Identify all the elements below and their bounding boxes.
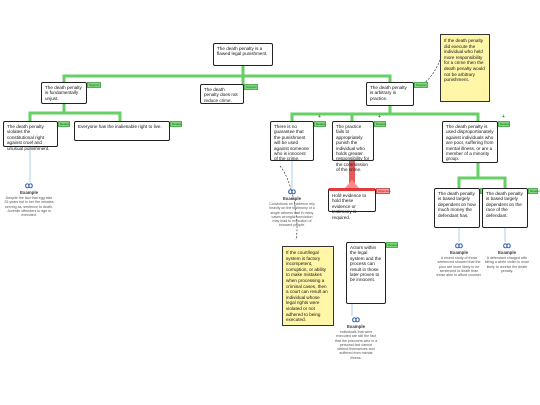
note-top-right[interactable]: If the death penalty did execute the ind…: [440, 34, 490, 102]
claim-not-reduce-crime[interactable]: The death penalty does not reduce crime.: [200, 84, 244, 104]
example-icon: ꝏ: [287, 187, 297, 196]
example-text: Individuals that were executed are still…: [334, 330, 378, 360]
reason-tag: Reason: [386, 242, 399, 248]
note-bottom-left[interactable]: If the court/legal system is factory inc…: [282, 246, 334, 326]
example-1[interactable]: ꝏ Example Despite the fact that egg take…: [4, 181, 54, 218]
example-text: A defendant charged with killing a white…: [484, 256, 530, 273]
example-3[interactable]: ꝏ Example Individuals that were executed…: [334, 316, 378, 360]
reason-tag: Reason: [170, 121, 183, 127]
example-label: Example: [449, 250, 469, 255]
claim-race-dependent[interactable]: The death penalty is based largely depen…: [482, 188, 528, 228]
example-icon: ꝏ: [351, 315, 361, 324]
support-tag: Support: [414, 82, 428, 88]
reason-tag: Reason: [528, 188, 540, 194]
example-2[interactable]: ꝏ Example Convictions on evidence rely h…: [268, 188, 316, 228]
claim-fundamentally-unjust[interactable]: The death penalty is fundamentally unjus…: [41, 82, 87, 104]
example-text: Convictions on evidence rely heavily on …: [269, 202, 315, 228]
badge-plus: +: [318, 114, 321, 120]
badge-plus: +: [378, 114, 381, 120]
claim-money-dependent[interactable]: The death penalty is based largely depen…: [434, 188, 480, 228]
objection-hold-evidence[interactable]: Hold evidence to hold these evidence or …: [328, 188, 376, 220]
reason-tag: Reason: [498, 121, 511, 127]
claim-no-guarantee[interactable]: There is no guarantee that the punishmen…: [270, 121, 314, 161]
example-icon: ꝏ: [24, 181, 34, 190]
example-text: Despite the fact that egg take 25 years …: [4, 196, 54, 218]
support-tag: Support: [244, 84, 258, 90]
example-label: Example: [346, 324, 366, 329]
claim-practice-fails[interactable]: The practice fails to appropriately puni…: [332, 121, 374, 172]
example-icon: ꝏ: [502, 241, 512, 250]
reason-tag: Reason: [58, 121, 71, 127]
claim-constitutional[interactable]: The death penalty violates the constitut…: [3, 121, 58, 151]
objection-tag: Objection: [376, 188, 391, 194]
badge-plus: +: [502, 114, 505, 120]
example-text: A recent study of those sentenced showed…: [436, 256, 482, 278]
example-label: Example: [282, 196, 302, 201]
example-label: Example: [19, 190, 39, 195]
example-label: Example: [497, 250, 517, 255]
reason-tag: Reason: [374, 121, 387, 127]
support-tag: Support: [87, 82, 101, 88]
example-icon: ꝏ: [454, 241, 464, 250]
claim-arbitrary[interactable]: The death penalty is arbitrary in practi…: [366, 82, 414, 106]
root-claim-node[interactable]: The death penalty is a flawed legal puni…: [213, 43, 273, 66]
claim-right-to-life[interactable]: Everyone has the inalienable right to li…: [74, 121, 170, 141]
claim-actors-within[interactable]: Actors within the legal system and the p…: [346, 242, 386, 304]
claim-disproportionate[interactable]: The death penalty is used disproportiona…: [442, 121, 498, 163]
example-4[interactable]: ꝏ Example A recent study of those senten…: [436, 241, 482, 278]
reason-tag: Reason: [314, 121, 327, 127]
example-5[interactable]: ꝏ Example A defendant charged with killi…: [484, 242, 530, 273]
